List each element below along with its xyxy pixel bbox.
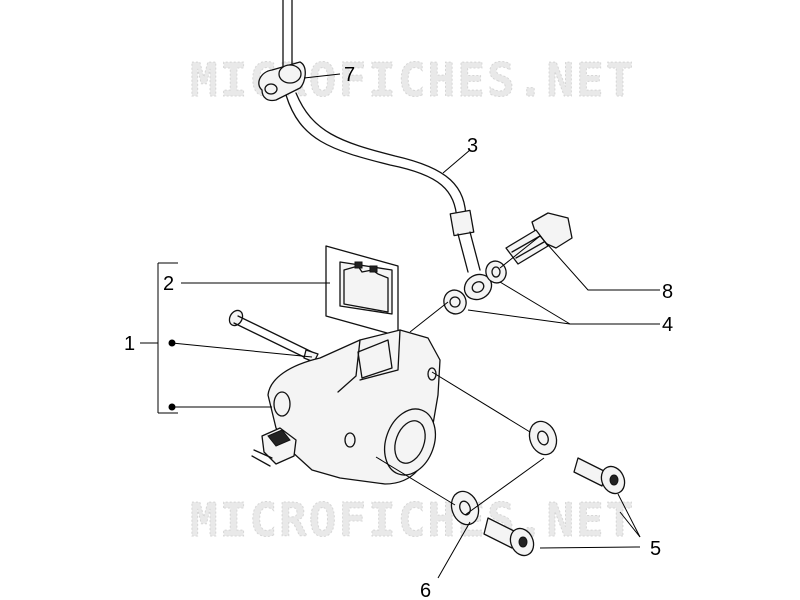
leader-dot (168, 339, 176, 347)
pad-pin (228, 309, 319, 363)
brake-pads (325, 245, 399, 337)
alignment-lines (375, 235, 541, 506)
leader-dot (168, 403, 176, 411)
callout-4: 4 (662, 314, 673, 336)
watermark-bottom: MICROFICHES.NET (190, 493, 635, 547)
banjo-bolt (505, 212, 573, 265)
lower-washers (450, 420, 558, 526)
leader-lines (140, 73, 660, 579)
callout-3: 3 (467, 135, 478, 157)
callout-5: 5 (650, 538, 661, 560)
watermark-top: MICROFICHES.NET (190, 53, 635, 107)
hose-clamp (258, 61, 306, 102)
callout-8: 8 (662, 281, 673, 303)
callout-6: 6 (420, 580, 431, 600)
brake-hose (282, 0, 493, 301)
callout-1: 1 (124, 333, 135, 355)
caliper-body (251, 329, 441, 485)
callout-7: 7 (344, 64, 355, 86)
callout-2: 2 (163, 273, 174, 295)
sealing-washers (443, 260, 507, 315)
mounting-bolts (483, 457, 626, 557)
